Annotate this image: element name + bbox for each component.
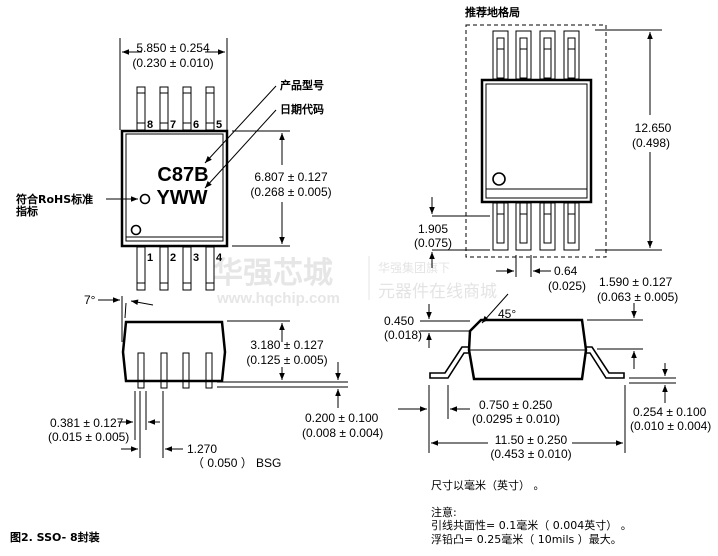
end-view: 1.590 ± 0.127 (0.063 ± 0.005) 45° 0.450 … xyxy=(384,275,711,461)
pin-5: 5 xyxy=(216,119,222,131)
watermark-tagline-1: 华强集团旗下 xyxy=(378,260,450,275)
foot-in: (0.0295 ± 0.010) xyxy=(472,412,560,426)
land-pads-top xyxy=(492,30,580,80)
label-part-number: 产品型号 xyxy=(280,78,324,92)
pitch-mm: 1.270 xyxy=(187,442,217,456)
foot-mm: 0.750 ± 0.250 xyxy=(479,398,553,412)
top-width-mm: 5.850 ± 0.254 xyxy=(136,41,210,55)
lead-thick-in: (0.010 ± 0.004) xyxy=(630,419,711,433)
side-angle: 7° xyxy=(84,293,96,307)
pin-2: 2 xyxy=(170,252,176,264)
end-view-body xyxy=(467,318,588,381)
land-overall-in: (0.498) xyxy=(632,136,670,150)
note-units: 尺寸以毫米（英寸） 。 xyxy=(431,478,545,492)
rohs-indicator-dot xyxy=(139,193,151,205)
end-view-left-lead xyxy=(429,346,469,379)
standoff-mm: 0.200 ± 0.100 xyxy=(305,411,379,425)
watermark-url: www.hqchip.com xyxy=(216,290,340,307)
side-view: 7° 3.180 ± 0.127 (0.125 ± 0.005) 0.200 ±… xyxy=(48,293,383,470)
label-rohs-line2: 指标 xyxy=(16,204,38,218)
figure-caption: 图2. SSO- 8封装 xyxy=(10,530,100,544)
side-height-in: (0.125 ± 0.005) xyxy=(246,353,327,367)
standoff-in: (0.008 ± 0.004) xyxy=(302,426,383,440)
note-lead-float: 浮铅凸= 0.25毫米（ 10mils ）最大。 xyxy=(431,532,622,546)
land-pattern-body xyxy=(480,78,593,204)
pin-1: 1 xyxy=(147,252,153,264)
top-view: 5.850 ± 0.254 (0.230 ± 0.010) 8 7 6 5 C8… xyxy=(16,38,332,291)
end-view-right-lead xyxy=(586,346,625,379)
top-height-mm: 6.807 ± 0.127 xyxy=(254,170,328,184)
marking-part-number: C87B xyxy=(157,164,208,186)
chamfer-in: (0.018) xyxy=(384,328,422,342)
chamfer-angle: 45° xyxy=(498,307,516,321)
side-view-body xyxy=(121,320,227,383)
watermark-brand: 华强芯城 xyxy=(213,256,333,291)
top-width-in: (0.230 ± 0.010) xyxy=(132,56,213,70)
pad-length-mm: 1.905 xyxy=(418,222,448,236)
land-pin1-dot xyxy=(492,172,506,186)
bottom-leads xyxy=(136,246,215,291)
lead-thick-mm: 0.254 ± 0.100 xyxy=(633,405,707,419)
pin-6: 6 xyxy=(193,119,199,131)
pin-8: 8 xyxy=(147,119,153,131)
pin-7: 7 xyxy=(170,119,176,131)
span-in: (0.453 ± 0.010) xyxy=(490,447,571,461)
span-mm: 11.50 ± 0.250 xyxy=(495,433,568,447)
lead-height-in: (0.063 ± 0.005) xyxy=(597,290,678,304)
pad-width-mm: 0.64 xyxy=(554,264,578,278)
land-overall-mm: 12.650 xyxy=(635,121,672,135)
side-height-mm: 3.180 ± 0.127 xyxy=(250,338,324,352)
marking-date-code: YWW xyxy=(156,187,207,209)
lead-width-in: (0.015 ± 0.005) xyxy=(48,430,129,444)
note-coplanarity: 引线共面性= 0.1毫米（ 0.004英寸） 。 xyxy=(431,518,632,532)
side-leads xyxy=(137,352,213,389)
top-view-body xyxy=(120,129,229,248)
notes: 尺寸以毫米（英寸） 。 注意: 引线共面性= 0.1毫米（ 0.004英寸） 。… xyxy=(431,478,632,546)
lead-height-mm: 1.590 ± 0.127 xyxy=(599,275,673,289)
chamfer-mm: 0.450 xyxy=(384,314,414,328)
land-pattern-title: 推荐地格局 xyxy=(465,5,520,19)
pad-width-in: (0.025) xyxy=(548,279,586,293)
label-rohs-line1: 符合RoHS标准 xyxy=(16,192,93,206)
note-heading: 注意: xyxy=(431,505,457,519)
watermark-tagline-2: 元器件在线商城 xyxy=(378,282,497,302)
top-height-in: (0.268 ± 0.005) xyxy=(250,185,331,199)
pin-3: 3 xyxy=(193,252,199,264)
land-pads-bottom xyxy=(492,202,580,251)
pitch-in: （ 0.050 ） BSG xyxy=(192,456,281,470)
land-pattern: 推荐地格局 12.650 (0.498) 1.905 ( xyxy=(414,5,672,293)
label-date-code: 日期代码 xyxy=(280,102,324,116)
lead-width-mm: 0.381 ± 0.127 xyxy=(50,416,124,430)
land-pattern-outline xyxy=(465,24,607,258)
watermark: 华强芯城 www.hqchip.com 华强集团旗下 元器件在线商城 xyxy=(213,256,497,307)
pin1-indicator-dot xyxy=(130,224,142,236)
pin-4: 4 xyxy=(216,252,223,264)
pad-length-in: (0.075) xyxy=(414,236,452,250)
